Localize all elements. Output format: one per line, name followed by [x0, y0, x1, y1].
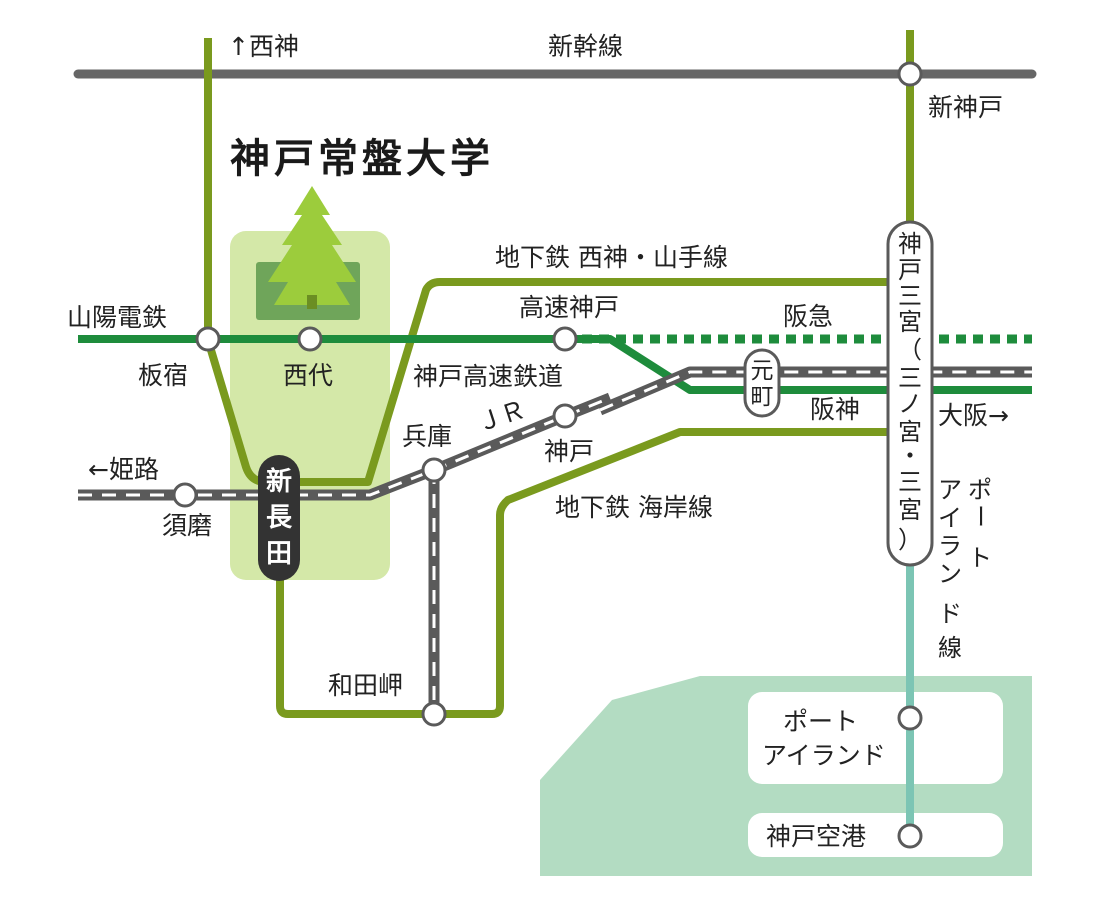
himeji-direction: ←姫路 — [88, 455, 159, 484]
sannomiya-char-1: 神 — [898, 230, 922, 258]
sannomiya-char-11: 宮 — [898, 496, 922, 524]
suma-label: 須磨 — [162, 511, 212, 540]
sannomiya-char-6: 三 — [898, 364, 922, 392]
shin-kobe-station — [897, 61, 923, 87]
port-liner-char-5: イ — [938, 504, 962, 532]
kobe-jr-station — [552, 403, 578, 429]
kaigan-line — [276, 428, 893, 718]
seishin-yamate-line-west — [204, 38, 893, 486]
kobe-jr-label: 神戸 — [544, 437, 594, 466]
port-liner-char-4: ア — [938, 476, 962, 504]
itayado-station — [195, 326, 221, 352]
station-circles — [172, 61, 923, 849]
seishin-direction: ↑西神 — [228, 32, 299, 61]
port-island-land — [748, 692, 1003, 784]
sanyo-label: 山陽電鉄 — [67, 303, 167, 332]
hanshin-label: 阪神 — [810, 395, 860, 424]
port-liner-char-1: ポ — [968, 476, 992, 504]
university-title: 神戸常盤大学 — [230, 135, 494, 182]
shin-nagata-station — [258, 455, 300, 581]
port-island-label-1: ポート — [783, 707, 858, 736]
motomachi-char-2: 町 — [751, 384, 774, 410]
hyogo-label: 兵庫 — [402, 422, 452, 451]
wadamisaki-label: 和田岬 — [328, 671, 403, 700]
nishidai-label: 西代 — [283, 361, 333, 390]
suma-station — [172, 482, 198, 508]
itayado-label: 板宿 — [138, 361, 188, 390]
shin-kobe-label: 新神戸 — [928, 93, 1003, 122]
port-island-station — [897, 705, 923, 731]
sannomiya-char-10: 三 — [898, 468, 922, 496]
shin-nagata-char-2: 長 — [266, 503, 293, 533]
kobe-kosoku-label: 神戸高速鉄道 — [413, 362, 563, 391]
motomachi-station — [743, 348, 781, 418]
sannomiya-char-7: ノ — [898, 390, 922, 418]
port-liner-char-7: ン — [938, 560, 962, 588]
sannomiya-char-2: 戸 — [898, 256, 922, 284]
tree-icon — [256, 186, 360, 320]
hankyu-label: 阪急 — [783, 302, 833, 331]
sannomiya-char-4: 宮 — [898, 308, 922, 336]
sannomiya-station — [886, 220, 934, 567]
kosoku-kobe-label: 高速神戸 — [519, 293, 619, 322]
osaka-direction: 大阪→ — [938, 401, 1009, 430]
shin-nagata-char-1: 新 — [266, 466, 292, 497]
kaigan-label: 地下鉄 海岸線 — [555, 493, 713, 522]
shinkansen-label: 新幹線 — [548, 32, 623, 61]
kobe-kosoku-line — [565, 335, 893, 394]
port-liner-char-6: ラ — [938, 532, 962, 560]
kobe-airport-station — [897, 823, 923, 849]
port-liner-char-3: ト — [968, 544, 992, 572]
port-liner-char-9: 線 — [938, 634, 962, 662]
nishidai-station — [297, 326, 323, 352]
wadamisaki-station — [421, 701, 447, 727]
kobe-airport-label: 神戸空港 — [766, 822, 866, 851]
airport-land — [748, 813, 1003, 857]
port-liner-char-8: ド — [938, 600, 962, 628]
sannomiya-char-5: （ — [898, 336, 922, 364]
kosoku-kobe-station — [552, 326, 578, 352]
port-liner-label: ポ ー ト ア イ ラ ン ド 線 — [938, 476, 994, 662]
shin-nagata-char-3: 田 — [266, 539, 292, 569]
sannomiya-char-3: 三 — [898, 282, 922, 310]
seishin-yamate-label: 地下鉄 西神・山手線 — [495, 243, 728, 272]
sannomiya-label: 神 戸 三 宮 （ 三 ノ 宮 ・ 三 宮 ） — [898, 230, 922, 554]
hyogo-station — [421, 457, 447, 483]
sannomiya-char-8: 宮 — [898, 418, 922, 446]
port-island-label-2: アイランド — [762, 741, 886, 770]
sannomiya-char-9: ・ — [898, 442, 922, 470]
motomachi-char-1: 元 — [751, 358, 774, 384]
port-liner-char-2: ー — [966, 504, 994, 528]
sannomiya-char-12: ） — [898, 526, 922, 554]
